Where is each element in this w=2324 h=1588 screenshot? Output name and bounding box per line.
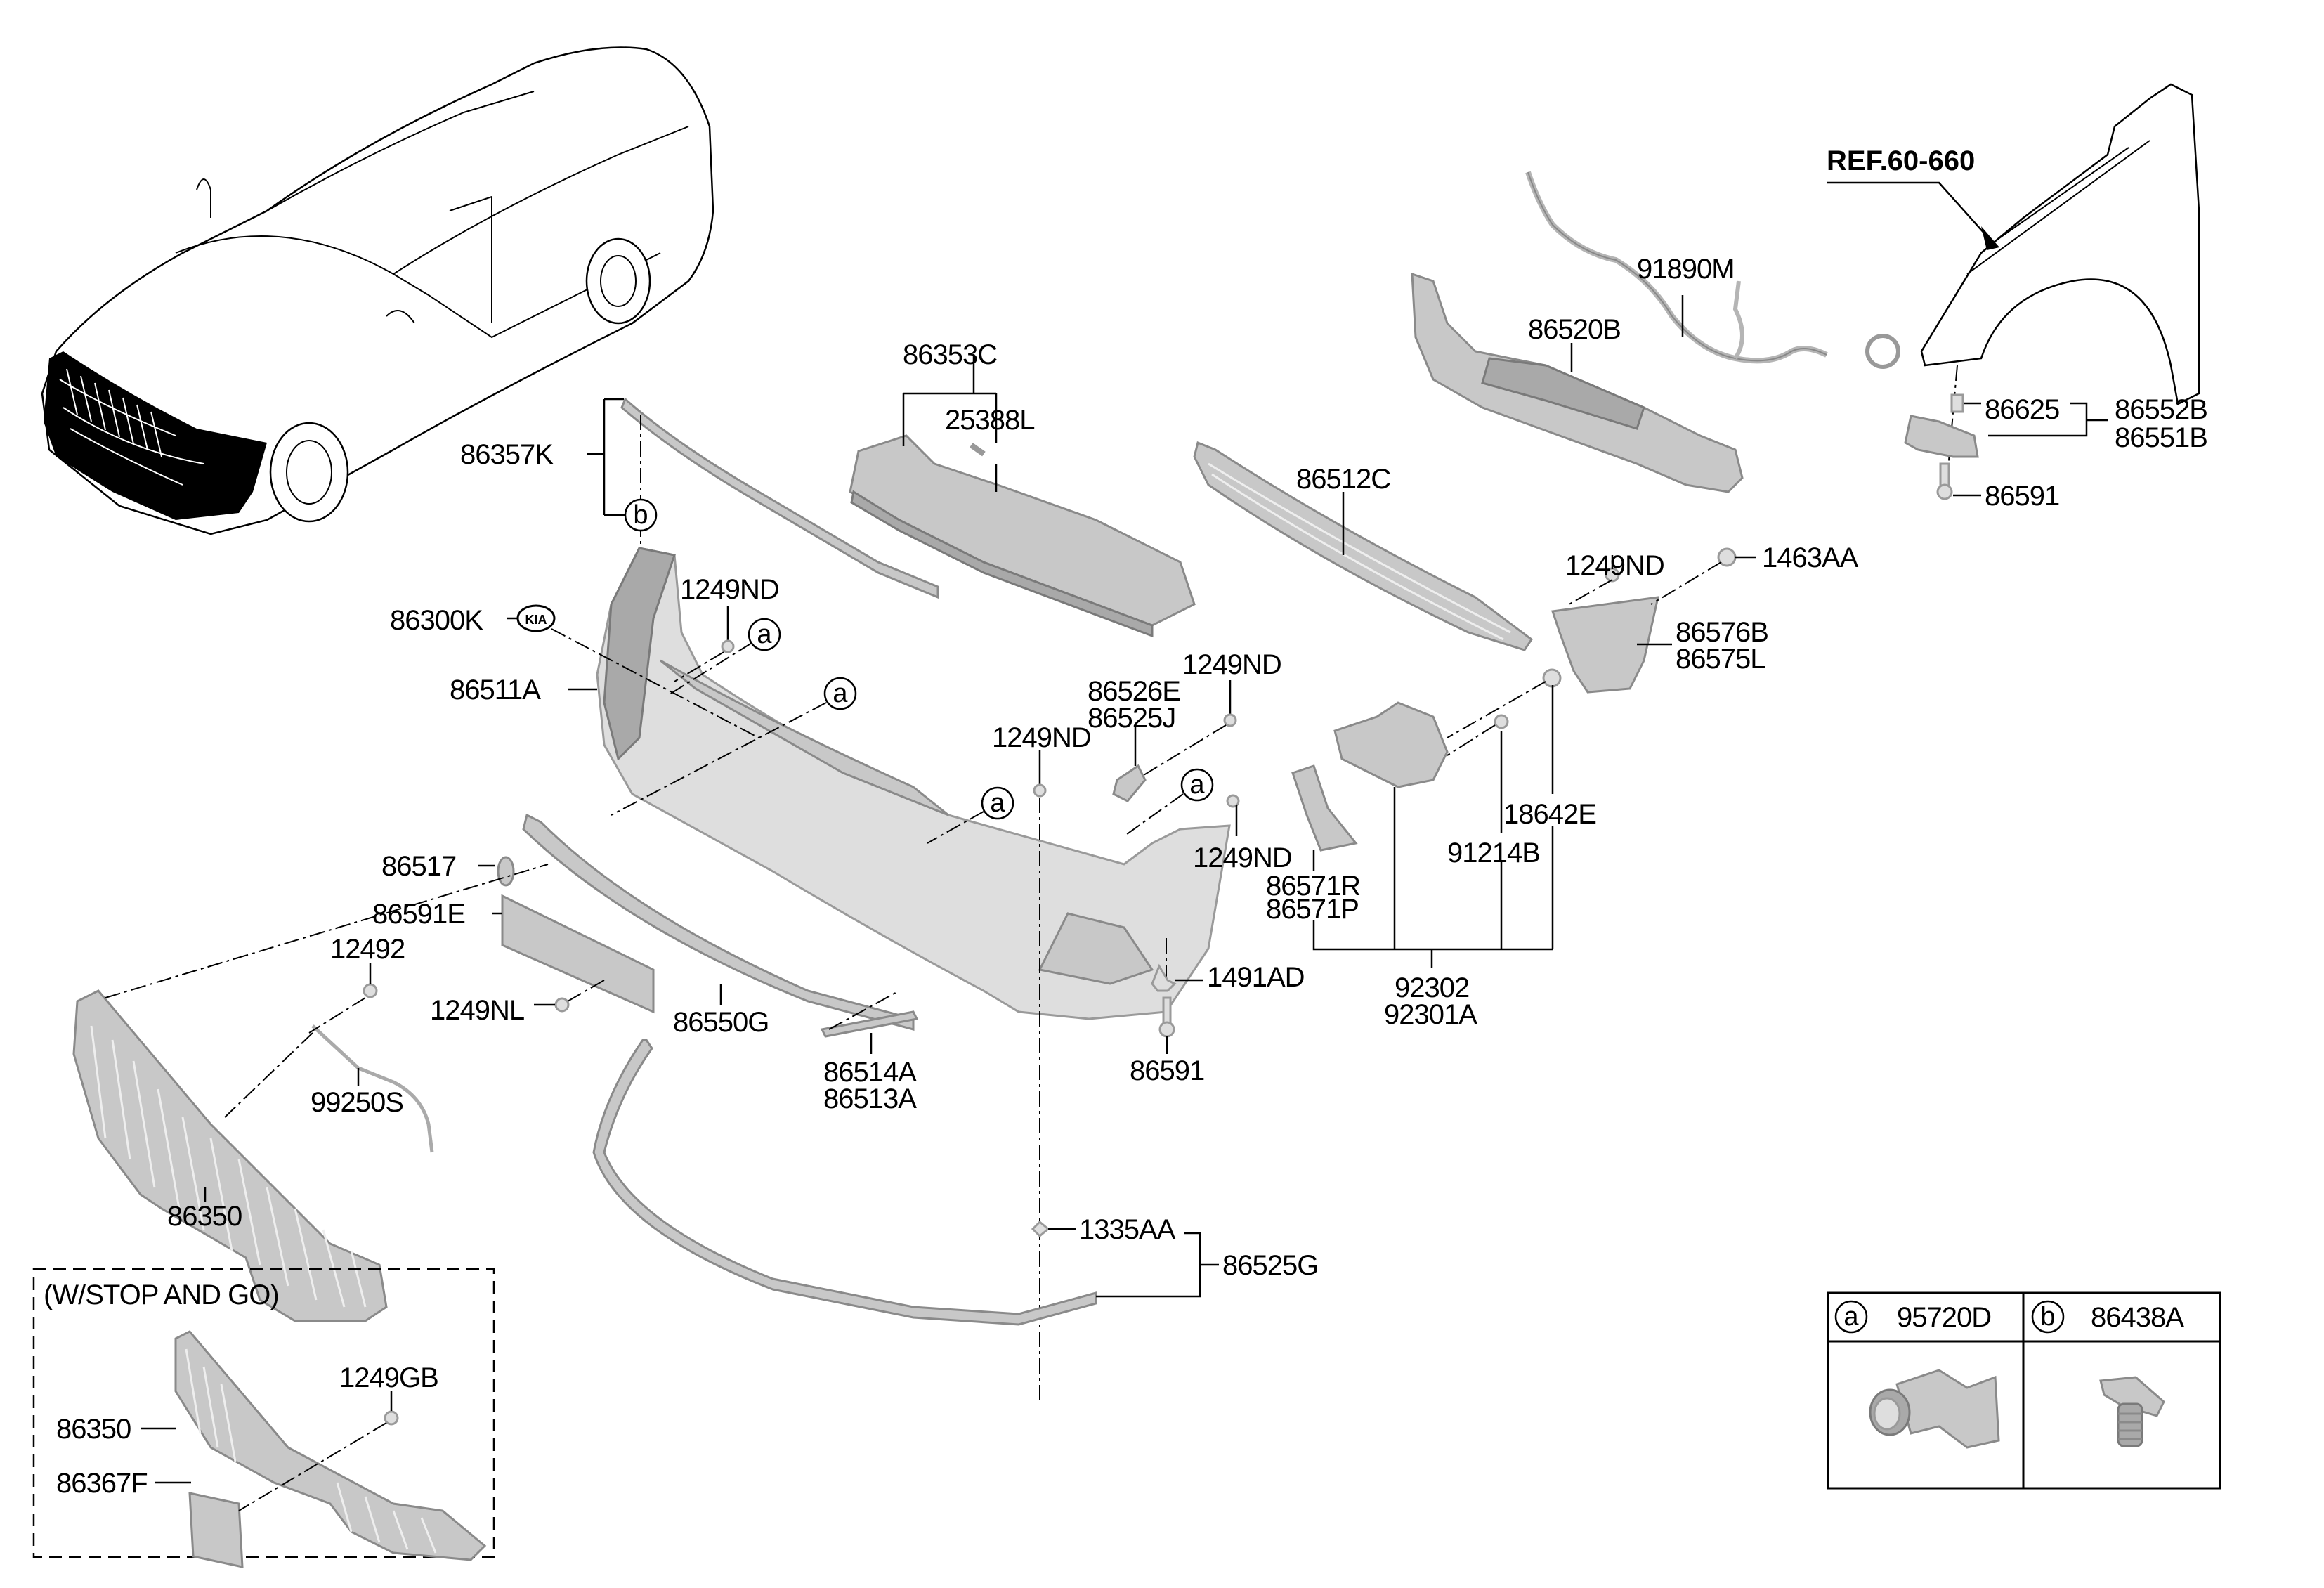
callout-b: b bbox=[624, 498, 658, 532]
part-92302-fog-lamp-assembly[interactable] bbox=[1291, 668, 1562, 968]
label-1335AA[interactable]: 1335AA bbox=[1079, 1214, 1177, 1245]
part-86300K-emblem[interactable]: KIA bbox=[507, 604, 759, 738]
label-1249ND-top[interactable]: 1249ND bbox=[680, 574, 780, 605]
label-86367F[interactable]: 86367F bbox=[56, 1468, 148, 1499]
part-86514A-trim[interactable] bbox=[820, 990, 919, 1054]
reference-label: REF.60-660 bbox=[1827, 145, 1975, 176]
callout-a-right: a bbox=[1123, 768, 1214, 837]
fastener-1491AD-nut[interactable] bbox=[1151, 963, 1203, 992]
label-86571R[interactable]: 86571R bbox=[1266, 871, 1361, 902]
callout-a-upper: a bbox=[611, 677, 857, 816]
part-86526E-bracket[interactable] bbox=[1112, 724, 1147, 802]
label-86525G[interactable]: 86525G bbox=[1222, 1250, 1319, 1281]
label-86514A[interactable]: 86514A bbox=[823, 1057, 918, 1088]
callout-b-letter: b bbox=[633, 500, 648, 530]
part-86511A-bumper-cover[interactable] bbox=[568, 547, 1231, 1020]
label-86625[interactable]: 86625 bbox=[1985, 394, 2060, 425]
fastener-1249NL[interactable] bbox=[534, 980, 605, 1013]
label-1249GB[interactable]: 1249GB bbox=[339, 1362, 439, 1393]
legend-item-b: b 86438A bbox=[2031, 1300, 2185, 1447]
label-92301A[interactable]: 92301A bbox=[1384, 999, 1478, 1030]
label-86512C[interactable]: 86512C bbox=[1296, 464, 1391, 495]
svg-text:a: a bbox=[833, 679, 848, 708]
label-86300K[interactable]: 86300K bbox=[390, 605, 484, 636]
label-86551B[interactable]: 86551B bbox=[2115, 422, 2208, 453]
label-99250S[interactable]: 99250S bbox=[311, 1087, 404, 1118]
svg-text:a: a bbox=[757, 620, 772, 649]
fastener-1249ND-top[interactable] bbox=[674, 606, 735, 682]
part-91890M-wiring-harness[interactable] bbox=[1525, 171, 1900, 369]
callout-a-top: a bbox=[667, 618, 781, 696]
label-86571P[interactable]: 86571P bbox=[1266, 894, 1359, 925]
front-bumper-highlight bbox=[44, 351, 267, 520]
label-86591-lower[interactable]: 86591 bbox=[1130, 1055, 1205, 1086]
label-86353C[interactable]: 86353C bbox=[903, 339, 998, 370]
label-18642E[interactable]: 18642E bbox=[1503, 799, 1597, 830]
fastener-86591-screw-lower[interactable] bbox=[1158, 996, 1175, 1054]
part-86550G-lower-strip[interactable] bbox=[522, 813, 915, 1031]
part-99250S-sensor-wiring[interactable] bbox=[224, 1024, 434, 1153]
fastener-1335AA-clip[interactable] bbox=[1031, 1220, 1076, 1238]
part-86552B-bracket[interactable] bbox=[1904, 393, 2108, 500]
label-91214B[interactable]: 91214B bbox=[1447, 838, 1541, 868]
label-86575L[interactable]: 86575L bbox=[1676, 644, 1765, 675]
svg-text:a: a bbox=[990, 788, 1005, 818]
part-86517-cap[interactable] bbox=[478, 856, 515, 887]
label-86511A[interactable]: 86511A bbox=[450, 675, 542, 705]
legend-item-a: a 95720D bbox=[1834, 1300, 2000, 1449]
part-86353C-radiator-cover[interactable] bbox=[849, 354, 1196, 638]
label-86552B[interactable]: 86552B bbox=[2115, 394, 2208, 425]
legend-part-b: 86438A bbox=[2091, 1302, 2184, 1333]
label-86520B[interactable]: 86520B bbox=[1528, 314, 1621, 345]
label-86350-inset[interactable]: 86350 bbox=[56, 1414, 131, 1445]
part-86512C-lower-grille[interactable] bbox=[1193, 441, 1534, 651]
vehicle-overview bbox=[41, 46, 714, 535]
part-86576B-side-bracket[interactable] bbox=[1551, 547, 1756, 694]
fastener-1249ND-corner[interactable] bbox=[1166, 794, 1240, 980]
label-1249ND-corner[interactable]: 1249ND bbox=[1193, 842, 1293, 873]
svg-text:a: a bbox=[1189, 770, 1205, 800]
label-1491AD[interactable]: 1491AD bbox=[1207, 962, 1305, 993]
callout-a-mid: a bbox=[927, 786, 1014, 844]
label-86591-fender[interactable]: 86591 bbox=[1985, 481, 2060, 512]
part-labels: 86357K 86353C 25388L 91890M 86520B 86625… bbox=[56, 254, 2208, 1499]
label-1249ND-mid[interactable]: 1249ND bbox=[1182, 649, 1282, 680]
label-86525J[interactable]: 86525J bbox=[1088, 703, 1176, 734]
label-86550G[interactable]: 86550G bbox=[673, 1007, 769, 1038]
svg-text:KIA: KIA bbox=[525, 613, 547, 627]
front-fender-reference bbox=[1827, 83, 2200, 493]
label-86357K[interactable]: 86357K bbox=[460, 439, 554, 470]
label-86350[interactable]: 86350 bbox=[167, 1201, 242, 1232]
label-1249NL[interactable]: 1249NL bbox=[430, 995, 525, 1026]
label-1249ND-center[interactable]: 1249ND bbox=[992, 722, 1092, 753]
label-86517[interactable]: 86517 bbox=[381, 851, 457, 882]
label-12492[interactable]: 12492 bbox=[330, 934, 405, 965]
label-25388L[interactable]: 25388L bbox=[945, 405, 1035, 436]
label-91890M[interactable]: 91890M bbox=[1637, 254, 1735, 285]
fastener-1249ND-mid[interactable] bbox=[1123, 680, 1237, 788]
svg-text:b: b bbox=[2040, 1302, 2055, 1332]
label-86513A[interactable]: 86513A bbox=[823, 1083, 918, 1114]
part-86525G-lower-molding[interactable] bbox=[592, 1039, 1219, 1326]
label-86576B[interactable]: 86576B bbox=[1676, 617, 1769, 648]
stop-and-go-inset bbox=[32, 1268, 495, 1568]
legend-table bbox=[1827, 1291, 2221, 1490]
push-clip-icon bbox=[2099, 1376, 2165, 1447]
label-86526E[interactable]: 86526E bbox=[1088, 676, 1181, 707]
stop-and-go-note: (W/STOP AND GO) bbox=[44, 1280, 279, 1310]
fastener-12492[interactable] bbox=[308, 963, 378, 1034]
legend-part-a: 95720D bbox=[1897, 1302, 1991, 1333]
label-1463AA[interactable]: 1463AA bbox=[1762, 542, 1860, 573]
label-92302[interactable]: 92302 bbox=[1395, 972, 1470, 1003]
svg-text:a: a bbox=[1843, 1302, 1859, 1332]
label-86591E[interactable]: 86591E bbox=[372, 899, 466, 930]
fastener-1249ND-center[interactable] bbox=[1033, 750, 1047, 1405]
label-1249ND-right[interactable]: 1249ND bbox=[1565, 550, 1665, 581]
part-86591E-license-bracket[interactable] bbox=[492, 894, 655, 1014]
parking-sensor-icon bbox=[1869, 1369, 2000, 1449]
part-86520B-energy-absorber[interactable] bbox=[1411, 272, 1744, 493]
